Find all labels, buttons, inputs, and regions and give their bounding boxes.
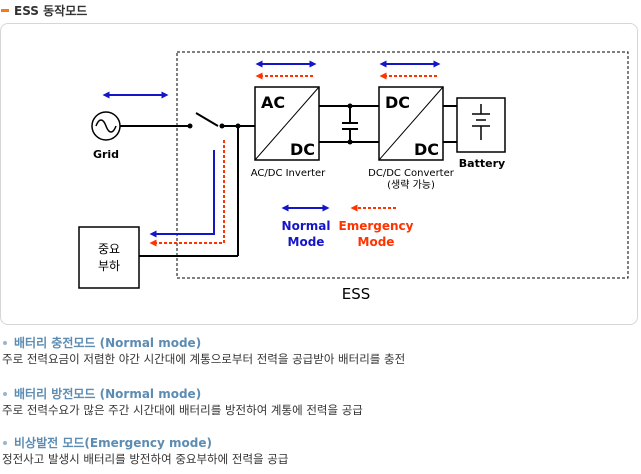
grid-source-icon [91, 111, 121, 141]
mode-emergency: 비상발전 모드(Emergency mode) 정전사고 발생시 배터리를 방전… [2, 434, 288, 468]
ess-boundary [176, 51, 629, 279]
acdc-bottom-label: DC [290, 140, 315, 159]
mode-charge-desc: 주로 전력요금이 저렴한 야간 시간대에 계통으로부터 전력을 공급받아 배터리… [2, 352, 406, 366]
mode-discharge: 배터리 방전모드 (Normal mode) 주로 전력수요가 많은 주간 시간… [2, 385, 363, 419]
ess-diagram: Grid AC DC AC/DC Inverter DC DC DC/DC Co… [78, 51, 629, 303]
acdc-inverter [254, 86, 320, 161]
acdc-top-label: AC [261, 93, 285, 112]
load-emergency-arrow [149, 140, 225, 247]
critical-load-box [78, 226, 140, 289]
legend-normal-line1: Normal [282, 219, 331, 233]
dcdc-top-label: DC [385, 93, 410, 112]
mode-discharge-title: 배터리 방전모드 (Normal mode) [2, 385, 363, 402]
legend-emergency-line1: Emergency [339, 219, 414, 233]
section-title: ESS 동작모드 [1, 0, 87, 20]
capacitor-icon [342, 122, 358, 130]
dcdc-bottom-label: DC [414, 140, 439, 159]
load-label-line2: 부하 [98, 259, 120, 273]
legend-normal-line2: Mode [288, 235, 325, 249]
dcdc-caption-line1: DC/DC Converter [368, 168, 455, 179]
battery-label: Battery [459, 157, 505, 170]
legend-emergency-line2: Mode [358, 235, 395, 249]
load-label-line1: 중요 [98, 242, 120, 256]
grid-label: Grid [93, 148, 119, 161]
battery-icon [456, 97, 506, 153]
bullet-icon [3, 391, 7, 396]
section-title-text: ESS 동작모드 [14, 3, 88, 18]
diagram-frame [0, 23, 638, 325]
title-dash-icon [1, 8, 9, 12]
mode-charge: 배터리 충전모드 (Normal mode) 주로 전력요금이 저렴한 야간 시… [2, 334, 405, 368]
acdc-caption: AC/DC Inverter [251, 168, 326, 179]
mode-charge-title: 배터리 충전모드 (Normal mode) [2, 334, 405, 351]
mode-discharge-desc: 주로 전력수요가 많은 주간 시간대에 배터리를 방전하여 계통에 전력을 공급 [2, 403, 363, 417]
bullet-icon [3, 440, 7, 445]
dcdc-converter [378, 86, 444, 161]
load-normal-arrow [149, 150, 215, 238]
mode-emergency-title: 비상발전 모드(Emergency mode) [2, 434, 288, 451]
ess-label: ESS [342, 285, 371, 303]
bullet-icon [3, 340, 7, 345]
mode-emergency-desc: 정전사고 발생시 배터리를 방전하여 중요부하에 전력을 공급 [2, 452, 289, 466]
dcdc-caption-line2: (생략 가능) [387, 179, 435, 191]
